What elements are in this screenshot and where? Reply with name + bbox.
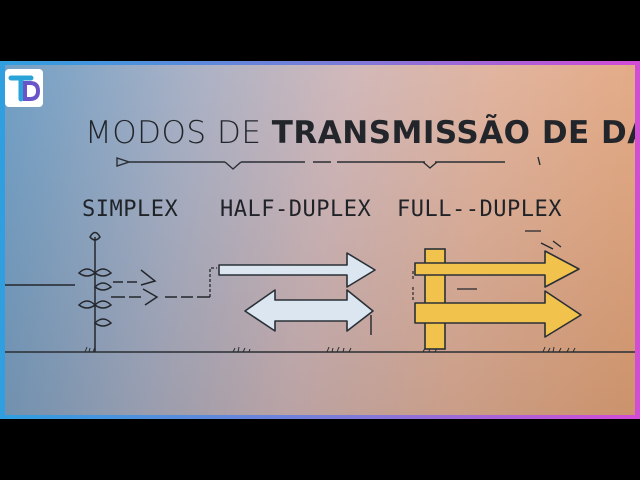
page-title: MODOS DE TRANSMISSÃO DE DADOS xyxy=(85,115,565,151)
video-frame: MODOS DE TRANSMISSÃO DE DADOS SIMPLEX HA… xyxy=(0,61,640,419)
half-duplex-label: HALF-DUPLEX xyxy=(220,197,371,222)
half-duplex-arrow-right xyxy=(219,253,375,287)
title-emphasis: TRANSMISSÃO DE DADOS xyxy=(272,115,635,151)
half-duplex-diagram xyxy=(210,253,375,335)
title-underline xyxy=(117,157,540,169)
channel-logo xyxy=(5,69,43,107)
full-duplex-label: FULL--DUPLEX xyxy=(397,197,562,222)
title-prefix: MODOS DE xyxy=(85,115,272,151)
simplex-label: SIMPLEX xyxy=(82,197,178,222)
half-duplex-arrow-left xyxy=(245,290,373,331)
full-duplex-diagram xyxy=(413,231,581,349)
simplex-diagram xyxy=(5,233,210,353)
thumbnail-canvas: MODOS DE TRANSMISSÃO DE DADOS SIMPLEX HA… xyxy=(5,65,635,415)
tv-logo-icon xyxy=(5,69,43,107)
